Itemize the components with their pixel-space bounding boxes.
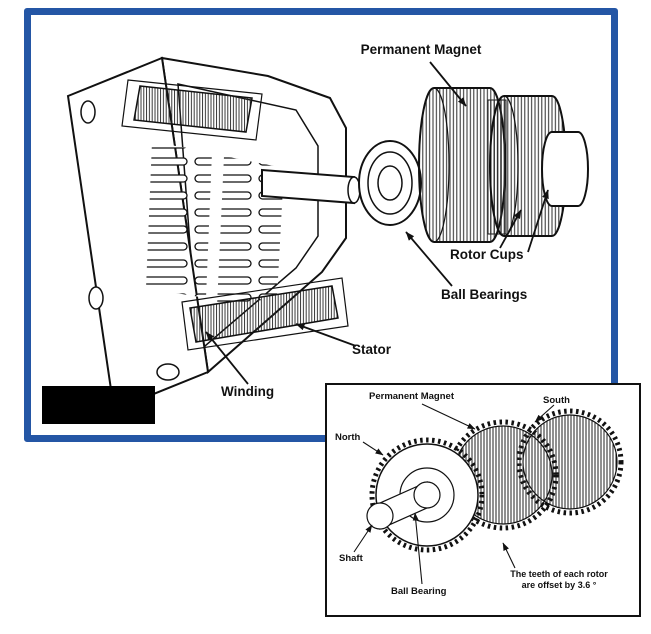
arrow-to-inset-shaft [353,524,373,553]
main-figure-frame [24,8,618,442]
arrow-to-north-cup [362,441,384,456]
inset-rotor-panel: Permanent Magnet South North Shaft Ball … [325,383,641,617]
inset-label-north: North [335,432,361,443]
arrow-to-south-cup [534,404,555,423]
rotor-detail-drawing [353,403,624,585]
inset-label-ball-bearing: Ball Bearing [391,586,447,597]
label-ball-bearings: Ball Bearings [441,287,528,302]
inset-label-shaft: Shaft [339,553,363,564]
inset-offset-note-line2: are offset by 3.6 ° [521,580,597,590]
arrow-to-inset-magnet [421,403,476,430]
label-winding: Winding [221,384,275,399]
arrow-to-offset-teeth [502,542,516,569]
inset-offset-note: The teeth of each rotor are offset by 3.… [485,569,633,591]
arrow-to-inset-bearing [412,512,423,585]
inset-shaft [366,481,441,530]
black-redaction-box [42,386,155,424]
label-stator: Stator [352,342,392,357]
inset-offset-note-line1: The teeth of each rotor [510,569,608,579]
label-rotor-cups: Rotor Cups [450,247,524,262]
inset-leader-arrows [353,403,555,585]
inset-label-south: South [543,395,570,406]
label-permanent-magnet: Permanent Magnet [360,42,482,57]
inset-label-permanent-magnet: Permanent Magnet [369,391,454,402]
